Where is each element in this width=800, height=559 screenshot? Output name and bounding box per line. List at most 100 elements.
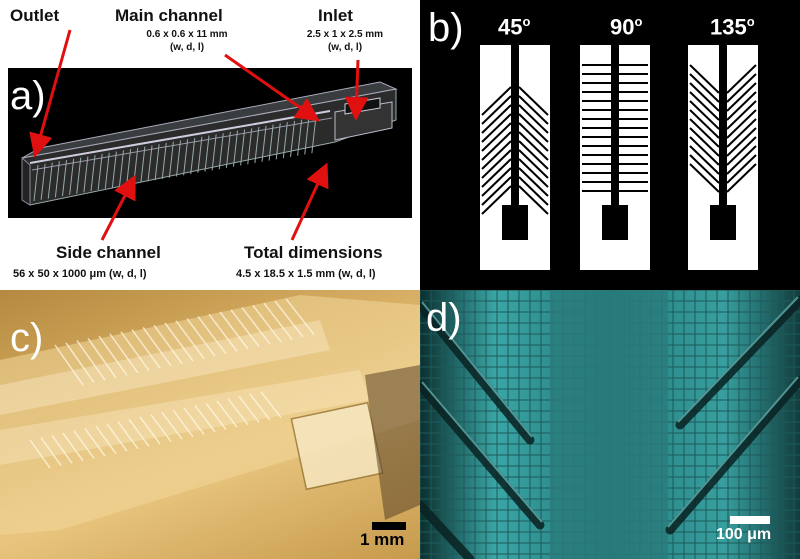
hatch-line: [481, 122, 512, 152]
ridge-line: [109, 333, 139, 374]
side-channel-line: [69, 158, 75, 195]
ridge-line: [150, 414, 172, 443]
scale-bar-d: [730, 516, 770, 524]
inlet-arrow: [344, 59, 369, 121]
hatch-line: [689, 154, 720, 184]
side-channel-arrow: [100, 174, 136, 241]
hatch-line: [689, 163, 720, 193]
mask-45: [480, 45, 550, 270]
ridge-line: [175, 320, 205, 360]
main-channel-arrow: [224, 53, 320, 122]
hatch-line: [689, 136, 720, 166]
groove-edge: [677, 296, 799, 423]
ridge-line: [161, 411, 183, 440]
panel-a-letter: a): [10, 74, 46, 118]
panel-a: a) Outlet Main channel 0.6 x 0.6 x 11 mm…: [0, 0, 420, 290]
total-dimensions-dims: 4.5 x 18.5 x 1.5 mm (w, d, l): [236, 268, 376, 280]
total-dimensions-label: Total dimensions: [244, 243, 383, 262]
ridge-line: [208, 313, 238, 352]
hatch-line: [481, 95, 512, 125]
main-channel-label: Main channel: [115, 6, 223, 25]
hatch-line: [518, 113, 549, 143]
side-channel-line: [168, 141, 174, 178]
hatch-line: [689, 82, 720, 112]
hatch-line: [726, 109, 757, 139]
side-channel-line: [233, 130, 238, 167]
side-channel-line: [62, 160, 67, 197]
panel-b-letter: b): [428, 6, 464, 50]
hatch-line: [689, 109, 720, 139]
hatch-line: [481, 104, 512, 134]
main-channel-dims: 0.6 x 0.6 x 11 mm: [146, 29, 228, 40]
hatch-line: [726, 118, 757, 148]
hatch-line: [518, 122, 549, 152]
ridge-line: [142, 326, 172, 367]
ridge-line: [205, 402, 227, 431]
side-channel-dims: 56 x 50 x 1000 μm (w, d, l): [13, 268, 147, 280]
ridge-line: [285, 298, 315, 336]
ridge-line: [252, 304, 282, 343]
angle-value-90: 90: [610, 14, 635, 40]
scale-bar-c: [372, 522, 406, 530]
ridge-line: [216, 400, 238, 428]
chip-photo: [0, 295, 420, 535]
panel-c: c) 1 mm: [0, 290, 420, 559]
side-channel-line: [290, 120, 295, 157]
hatch-line: [689, 91, 720, 121]
ridge-line: [249, 393, 271, 421]
outlet-arrow: [29, 29, 72, 158]
side-channel-line: [190, 137, 196, 175]
hatch-line: [518, 86, 549, 116]
hatch-line: [518, 104, 549, 134]
hatch-line: [726, 91, 757, 121]
groove-edge: [421, 301, 533, 438]
hatch-line: [726, 127, 757, 157]
scale-bar-label-c: 1 mm: [360, 530, 405, 549]
hatch-line: [689, 127, 720, 157]
hatch-line: [726, 145, 757, 175]
ridge-line: [51, 434, 73, 464]
hatch-line: [518, 131, 549, 161]
hatch-line: [481, 113, 512, 143]
side-channel-line: [147, 145, 153, 182]
side-channel-line: [261, 125, 267, 162]
ridge-line: [263, 302, 293, 340]
hatch-line: [518, 176, 549, 206]
panel-c-letter: c): [10, 316, 44, 360]
ridge-line: [227, 398, 249, 426]
hatch-line: [481, 167, 512, 197]
hatch-line: [726, 154, 757, 184]
side-channel-line: [304, 118, 310, 155]
side-channel-line: [204, 135, 210, 172]
degree-symbol: o: [634, 14, 643, 29]
ridge-line: [62, 432, 84, 462]
angle-value-135: 135: [710, 14, 747, 40]
hatch-line: [726, 136, 757, 166]
ridge-line: [139, 416, 161, 445]
hatch-line: [481, 140, 512, 170]
side-channel-line: [54, 161, 60, 198]
ridge-line: [117, 421, 139, 450]
outlet-label: Outlet: [10, 6, 60, 25]
angle-label-90: 90o: [610, 14, 642, 40]
hatch-line: [481, 185, 512, 215]
ridge-line: [54, 344, 84, 386]
ridge-line: [84, 428, 106, 457]
mask-designs: [480, 45, 758, 270]
side-channel-line: [197, 136, 203, 173]
hatch-line: [689, 118, 720, 148]
side-channel-line: [47, 162, 53, 199]
ridge-line: [40, 437, 62, 467]
inlet-units: (w, d, l): [327, 42, 363, 53]
hatch-line: [481, 86, 512, 116]
hatch-line: [726, 82, 757, 112]
groove-edge: [667, 376, 799, 528]
side-channel-line: [297, 119, 303, 156]
side-channel-line: [90, 155, 96, 192]
side-channel-line: [282, 122, 288, 159]
degree-symbol: o: [522, 14, 531, 29]
ridge-line: [98, 335, 128, 376]
hatch-line: [689, 73, 720, 103]
groove: [675, 295, 800, 430]
inlet-label: Inlet: [318, 6, 353, 25]
